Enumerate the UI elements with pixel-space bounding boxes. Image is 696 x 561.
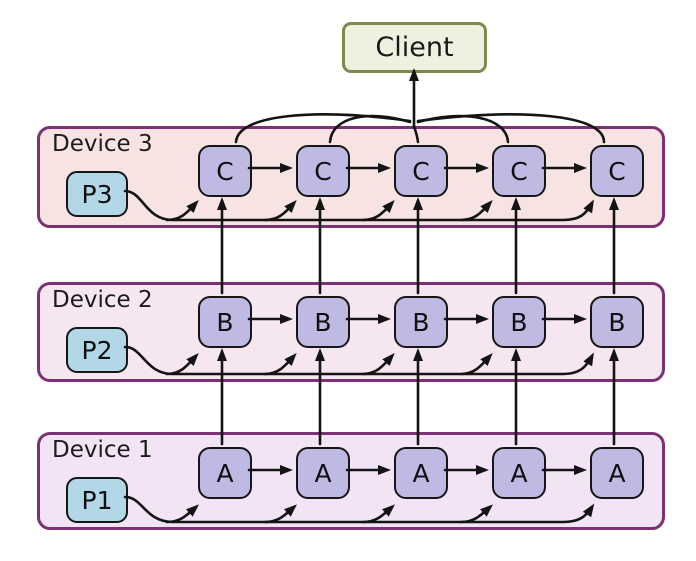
client-label: Client bbox=[375, 32, 454, 63]
node-c-3: C bbox=[394, 145, 448, 197]
device-3-container: Device 3 P3 C C C C C bbox=[37, 126, 665, 228]
device-2-container: Device 2 P2 B B B B B bbox=[37, 282, 665, 382]
node-c-1: C bbox=[198, 145, 252, 197]
node-c-4: C bbox=[492, 145, 546, 197]
node-a-1: A bbox=[198, 447, 252, 499]
node-b-4: B bbox=[492, 296, 546, 348]
process-p2: P2 bbox=[66, 327, 128, 373]
node-c-2: C bbox=[296, 145, 350, 197]
process-p1: P1 bbox=[66, 477, 128, 523]
node-a-2: A bbox=[296, 447, 350, 499]
node-a-5: A bbox=[590, 447, 644, 499]
node-c-5: C bbox=[590, 145, 644, 197]
client-node: Client bbox=[342, 22, 487, 73]
node-b-3: B bbox=[394, 296, 448, 348]
device-3-label: Device 3 bbox=[52, 131, 153, 157]
device-1-label: Device 1 bbox=[52, 437, 153, 463]
device-1-container: Device 1 P1 A A A A A bbox=[37, 432, 665, 530]
device-2-label: Device 2 bbox=[52, 287, 153, 313]
node-b-1: B bbox=[198, 296, 252, 348]
node-b-2: B bbox=[296, 296, 350, 348]
node-b-5: B bbox=[590, 296, 644, 348]
node-a-3: A bbox=[394, 447, 448, 499]
process-p3: P3 bbox=[66, 171, 128, 217]
node-a-4: A bbox=[492, 447, 546, 499]
